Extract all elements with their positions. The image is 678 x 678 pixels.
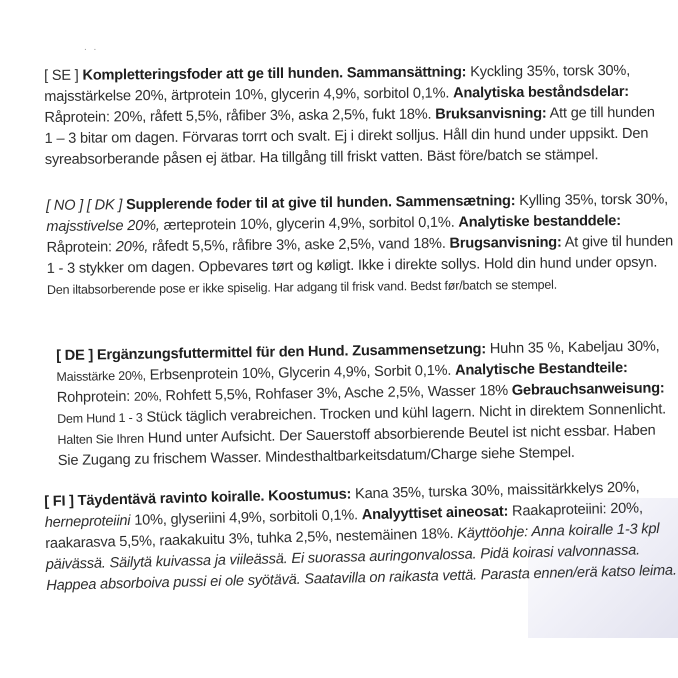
section-norwegian-danish: [ NO ] [ DK ] Supplerende foder til at g… — [46, 189, 674, 301]
section-swedish: [ SE ] Kompletteringsfoder att ge till h… — [44, 61, 655, 171]
se-line-5: syreabsorberande påsen ej ätbar. Ha till… — [44, 147, 599, 168]
section-german: [ DE ] Ergänzungsfuttermittel für den Hu… — [56, 336, 667, 472]
de-supervision-small: Halten Sie Ihren — [57, 431, 145, 447]
fi-protein-value: Raakaproteiini: 20%, — [511, 500, 643, 520]
no-protein-value: 20%, — [115, 238, 149, 256]
photo-shadow — [528, 498, 678, 638]
de-analytical-heading: Analytische Bestandteile: — [454, 360, 628, 379]
se-analytical-heading: Analytiska beståndsdelar: — [452, 83, 630, 102]
de-dosage-small: Dem Hund 1 - 3 — [57, 410, 143, 426]
no-language-code: [ NO ] [ DK ] — [46, 197, 123, 214]
no-usage-heading: Brugsanvisning: — [449, 234, 562, 252]
de-composition-rest: Erbsenprotein 10%, Glycerin 4,9%, Sorbit… — [149, 362, 452, 384]
fi-language-code: [ FI ] — [44, 493, 75, 510]
de-heading: Ergänzungsfuttermittel für den Hund. Zus… — [96, 341, 487, 364]
de-language-code: [ DE ] — [56, 347, 94, 364]
no-analytical-heading: Analytiske bestanddele: — [458, 212, 621, 231]
se-composition-start: Kyckling 35%, torsk 30%, — [470, 62, 631, 81]
fi-usage-start: Käyttöohje: Anna koiralle 1-3 kpl — [457, 520, 660, 542]
de-composition-small: Maisstärke 20%, — [56, 368, 146, 384]
fi-composition-rest: 10%, glyseriini 4,9%, sorbitoli 0,1%. — [134, 507, 359, 529]
de-protein-value: 20%, — [133, 389, 162, 404]
no-heading: Supplerende foder til at give til hunden… — [125, 193, 516, 214]
de-composition-start: Huhn 35 %, Kabeljau 30%, — [489, 338, 660, 358]
se-composition-rest: majsstärkelse 20%, ärtprotein 10%, glyce… — [44, 85, 450, 105]
se-heading: Kompletteringsfoder att ge till hunden. … — [82, 64, 467, 84]
se-usage-start: Att ge till hunden — [549, 104, 655, 122]
se-analytical-values: Råprotein: 20%, råfett 5,5%, råfiber 3%,… — [44, 106, 432, 126]
no-composition-start: Kylling 35%, torsk 30%, — [519, 191, 669, 210]
de-analytical-values: Rohfett 5,5%, Rohfaser 3%, Asche 2,5%, W… — [165, 382, 509, 405]
no-usage-start: At give til hunden — [564, 233, 674, 251]
print-dots: . . — [84, 42, 99, 53]
de-usage-heading: Gebrauchsanweisung: — [511, 380, 665, 399]
se-language-code: [ SE ] — [44, 67, 79, 84]
fi-composition-italic: herneproteiini — [44, 512, 131, 531]
no-protein-label: Råprotein: — [46, 239, 112, 256]
se-usage-heading: Bruksanvisning: — [435, 105, 547, 123]
no-composition-italic: majsstivelse 20%, — [46, 217, 160, 235]
no-analytical-values: råfedt 5,5%, råfibre 3%, aske 2,5%, vand… — [151, 235, 446, 255]
section-finnish: [ FI ] Täydentävä ravinto koiralle. Koos… — [44, 477, 677, 597]
fi-analytical-heading: Analyyttiset aineosat: — [361, 503, 509, 524]
no-composition-rest: ærteprotein 10%, glycerin 4,9%, sorbitol… — [163, 214, 455, 234]
de-protein-label: Rohprotein: — [56, 388, 131, 406]
